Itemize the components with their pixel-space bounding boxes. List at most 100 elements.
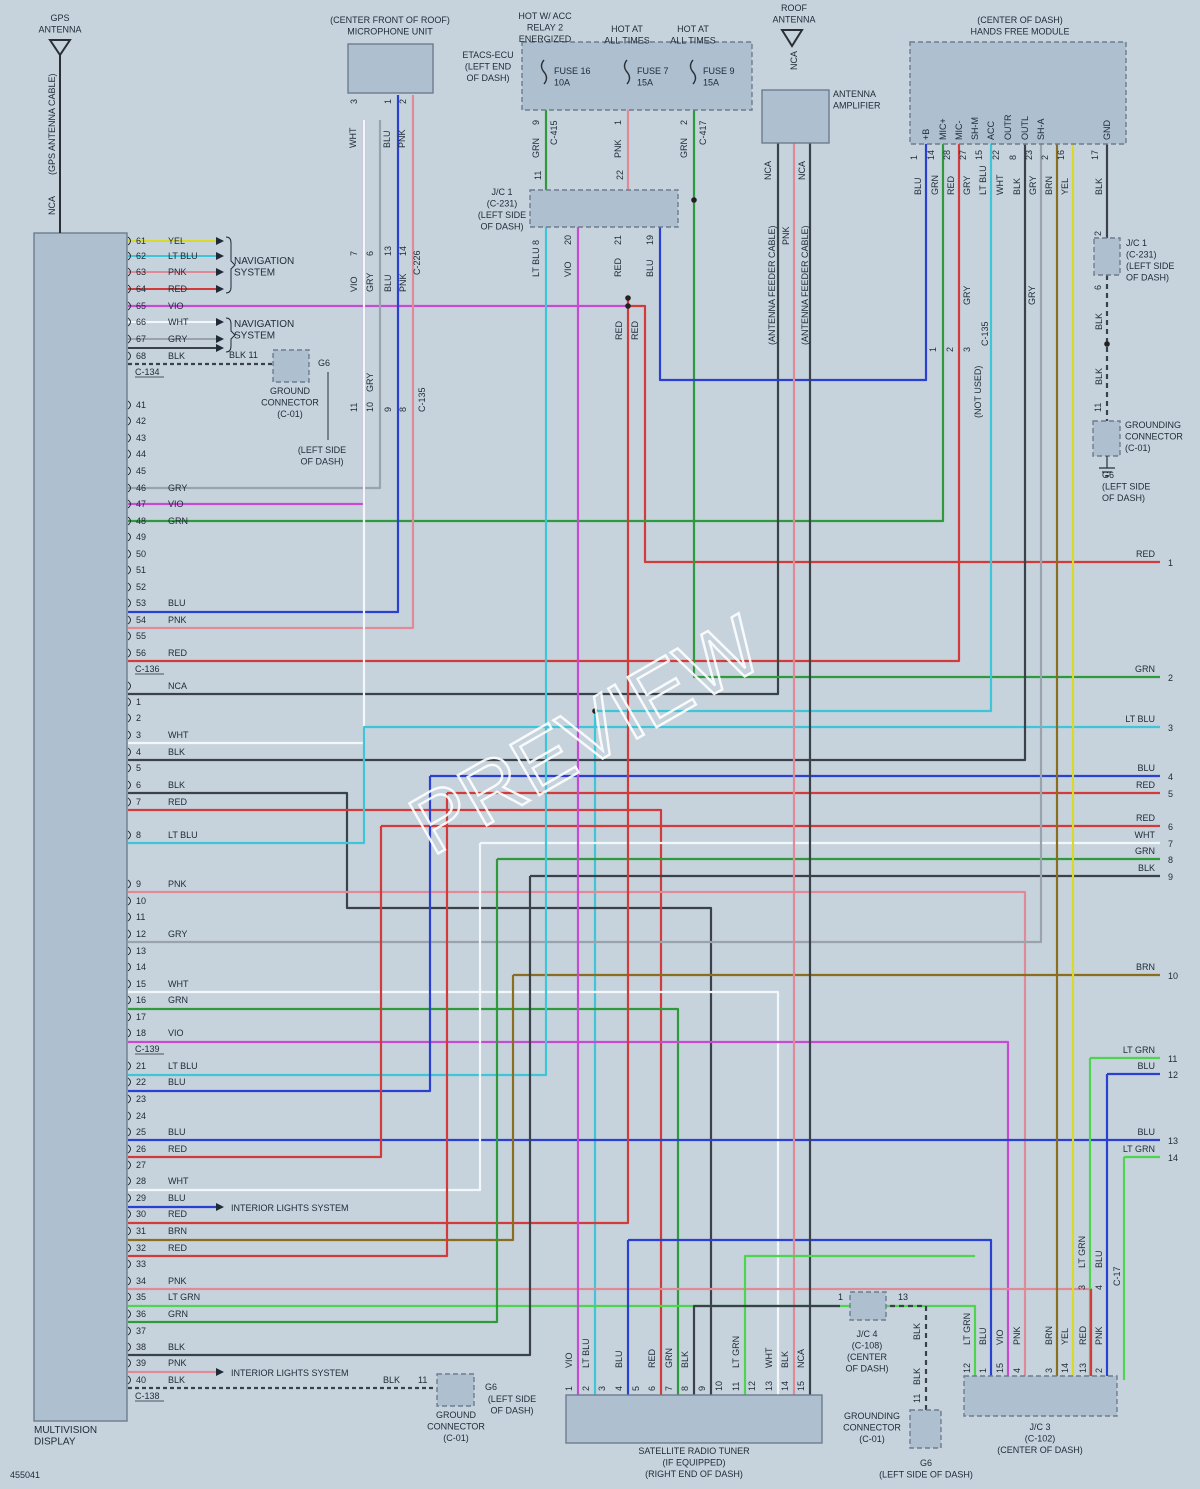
display-pin-socket — [127, 979, 131, 989]
jc1-pin-bottom: 8 — [531, 240, 541, 245]
wire-blk — [128, 791, 713, 1395]
gps-antenna-label: GPS — [50, 13, 69, 23]
jc1-right-pin: 11 — [1093, 403, 1103, 412]
display-pin-number: 63 — [136, 267, 146, 277]
display-pin-socket — [127, 896, 131, 906]
display-pin-socket — [127, 1375, 131, 1385]
display-pin-number: 27 — [136, 1160, 146, 1170]
wires — [128, 95, 1160, 1410]
arrow-icon — [216, 285, 224, 293]
hf-pin-name: GND — [1102, 120, 1112, 141]
right-terminal-color: LT BLU — [1125, 714, 1155, 724]
c17-pin: 4 — [1094, 1285, 1104, 1290]
display-pin-number: 67 — [136, 334, 146, 344]
mic-pin-color: WHT — [348, 127, 358, 148]
navigation-system-label: NAVIGATION — [234, 319, 294, 330]
junction-connector-jc4 — [849, 1291, 887, 1321]
mic-lower-color: PNK — [398, 273, 408, 292]
display-pin-number: 6 — [136, 780, 141, 790]
tuner-pin-number: 1 — [564, 1386, 574, 1391]
connector-c136: C-136 — [135, 664, 160, 674]
display-pin-number: 26 — [136, 1144, 146, 1154]
etacs-pin-color: PNK — [613, 139, 623, 158]
display-pin-number: 7 — [136, 797, 141, 807]
splice-dot — [1104, 341, 1110, 347]
wire-lt-blu — [128, 725, 595, 845]
ground-wire-label: BLK — [1094, 313, 1104, 330]
display-pin-color: WHT — [168, 1176, 189, 1186]
right-terminal-number: 4 — [1168, 772, 1173, 782]
display-pin-number: 65 — [136, 301, 146, 311]
right-terminal-color: BLK — [1138, 863, 1155, 873]
wire-lt-grn — [743, 1254, 975, 1395]
right-terminal-number: 13 — [1168, 1136, 1178, 1146]
tuner-pin-color: LT BLU — [581, 1338, 591, 1368]
tuner-pin-number: 4 — [614, 1386, 624, 1391]
wire-vio — [128, 1040, 1010, 1395]
grounding-right-label: CONNECTOR — [1125, 432, 1183, 442]
hands-free-label: HANDS FREE MODULE — [970, 27, 1069, 37]
display-pin-color: PNK — [168, 1358, 187, 1368]
display-pin-socket — [127, 449, 131, 459]
display-pin-number: 1 — [136, 697, 141, 707]
display-pin-color: GRN — [168, 995, 188, 1005]
display-pin-socket — [127, 582, 131, 592]
display-pin-number: 8 — [136, 830, 141, 840]
hands-free-module — [909, 41, 1127, 145]
right-terminal-color: RED — [1136, 813, 1156, 823]
display-pin-number: 50 — [136, 549, 146, 559]
wire-vio — [128, 298, 630, 308]
jc3-pin-number: 14 — [1060, 1363, 1070, 1373]
display-pin-color: GRN — [168, 516, 188, 526]
tuner-pin-color: VIO — [564, 1352, 574, 1368]
interior-lights-label: INTERIOR LIGHTS SYSTEM — [231, 1368, 349, 1378]
wire-blu — [128, 776, 432, 1093]
grounding-connector-bottom — [909, 1409, 942, 1449]
wire-red — [128, 808, 663, 1395]
display-pin-socket — [127, 648, 131, 658]
wire-brn — [128, 975, 515, 1242]
gps-cable-label: (GPS ANTENNA CABLE) — [47, 73, 57, 175]
display-pin-color: PNK — [168, 267, 187, 277]
hf-lower-pin: 1 — [928, 347, 938, 352]
fuse-label: 10A — [554, 78, 570, 88]
hf-pin-number: 8 — [1008, 155, 1018, 160]
arrow-icon — [216, 237, 224, 245]
display-pin-number: 5 — [136, 763, 141, 773]
display-pin-color: GRN — [168, 1309, 188, 1319]
hf-pin-number: 23 — [1024, 150, 1034, 160]
tuner-pin-color: GRN — [664, 1348, 674, 1368]
display-pin-socket — [127, 1061, 131, 1071]
junction-connector-jc1-right — [1093, 237, 1121, 276]
navigation-system-label: SYSTEM — [234, 331, 275, 342]
brace-icon — [225, 236, 236, 294]
wire-blk — [128, 876, 532, 1357]
hf-pin-color: GRY — [962, 176, 972, 195]
ground-connector-label: GROUND — [436, 1410, 476, 1420]
display-pin-number: 51 — [136, 565, 146, 575]
connector-c139: C-139 — [135, 1044, 160, 1054]
display-pin-number: 61 — [136, 236, 146, 246]
not-used-label: (NOT USED) — [973, 366, 983, 418]
jc1-pin-color: VIO — [563, 261, 573, 277]
connector-c417: C-417 — [698, 120, 708, 145]
multivision-label: DISPLAY — [34, 1437, 76, 1448]
etacs-pin-color: GRN — [531, 138, 541, 158]
right-terminal-number: 9 — [1168, 872, 1173, 882]
hf-pin-color: BRN — [1044, 176, 1054, 195]
display-pin-color: RED — [168, 797, 188, 807]
jc1-pin-top: 11 — [533, 171, 543, 180]
display-pin-socket — [127, 830, 131, 840]
display-pin-number: 16 — [136, 995, 146, 1005]
connector-c415: C-415 — [549, 120, 559, 145]
display-pin-number: 40 — [136, 1375, 146, 1385]
tuner-pin-color: WHT — [764, 1347, 774, 1368]
wire-blk — [128, 143, 780, 696]
display-pin-socket — [127, 946, 131, 956]
display-pin-socket — [127, 483, 131, 493]
arrow-icon — [216, 335, 224, 343]
display-pin-socket — [127, 598, 131, 608]
display-pin-number: 9 — [136, 879, 141, 889]
hf-pin-number: 27 — [958, 150, 968, 160]
